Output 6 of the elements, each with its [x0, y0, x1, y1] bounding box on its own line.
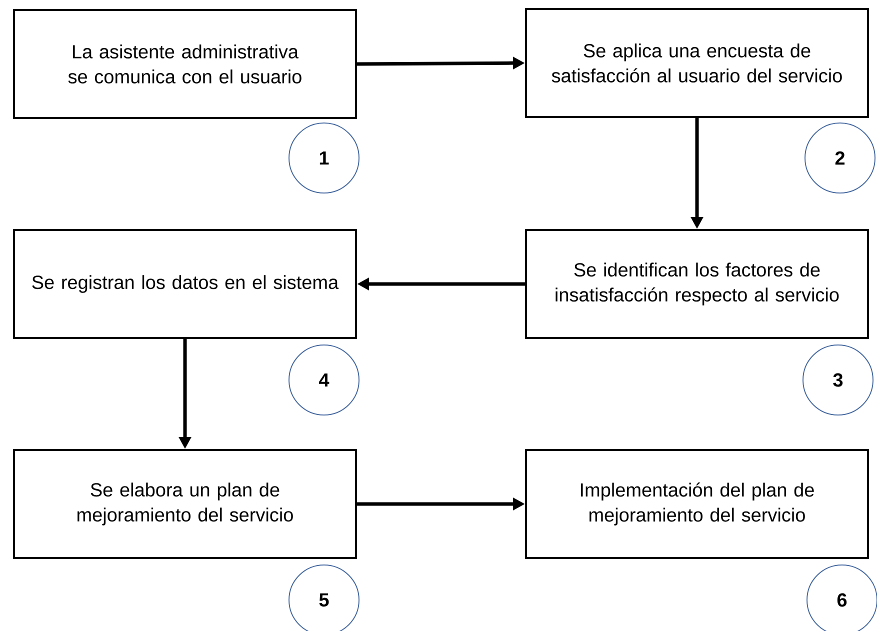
process-box: Se aplica una encuesta de satisfacción al usuario del servicio [525, 8, 869, 118]
process-box: La asistente administrativa se comunica con el usuario [13, 9, 357, 119]
process-box: Implementación del plan de mejoramiento del servicio [525, 448, 869, 559]
process-box: Se registran los datos en el sistema [13, 228, 357, 339]
process-box: Se elabora un plan de mejoramiento del servicio [13, 448, 357, 559]
process-box: Se identifican los factores de insatisfacción respecto al servicio [525, 228, 869, 339]
